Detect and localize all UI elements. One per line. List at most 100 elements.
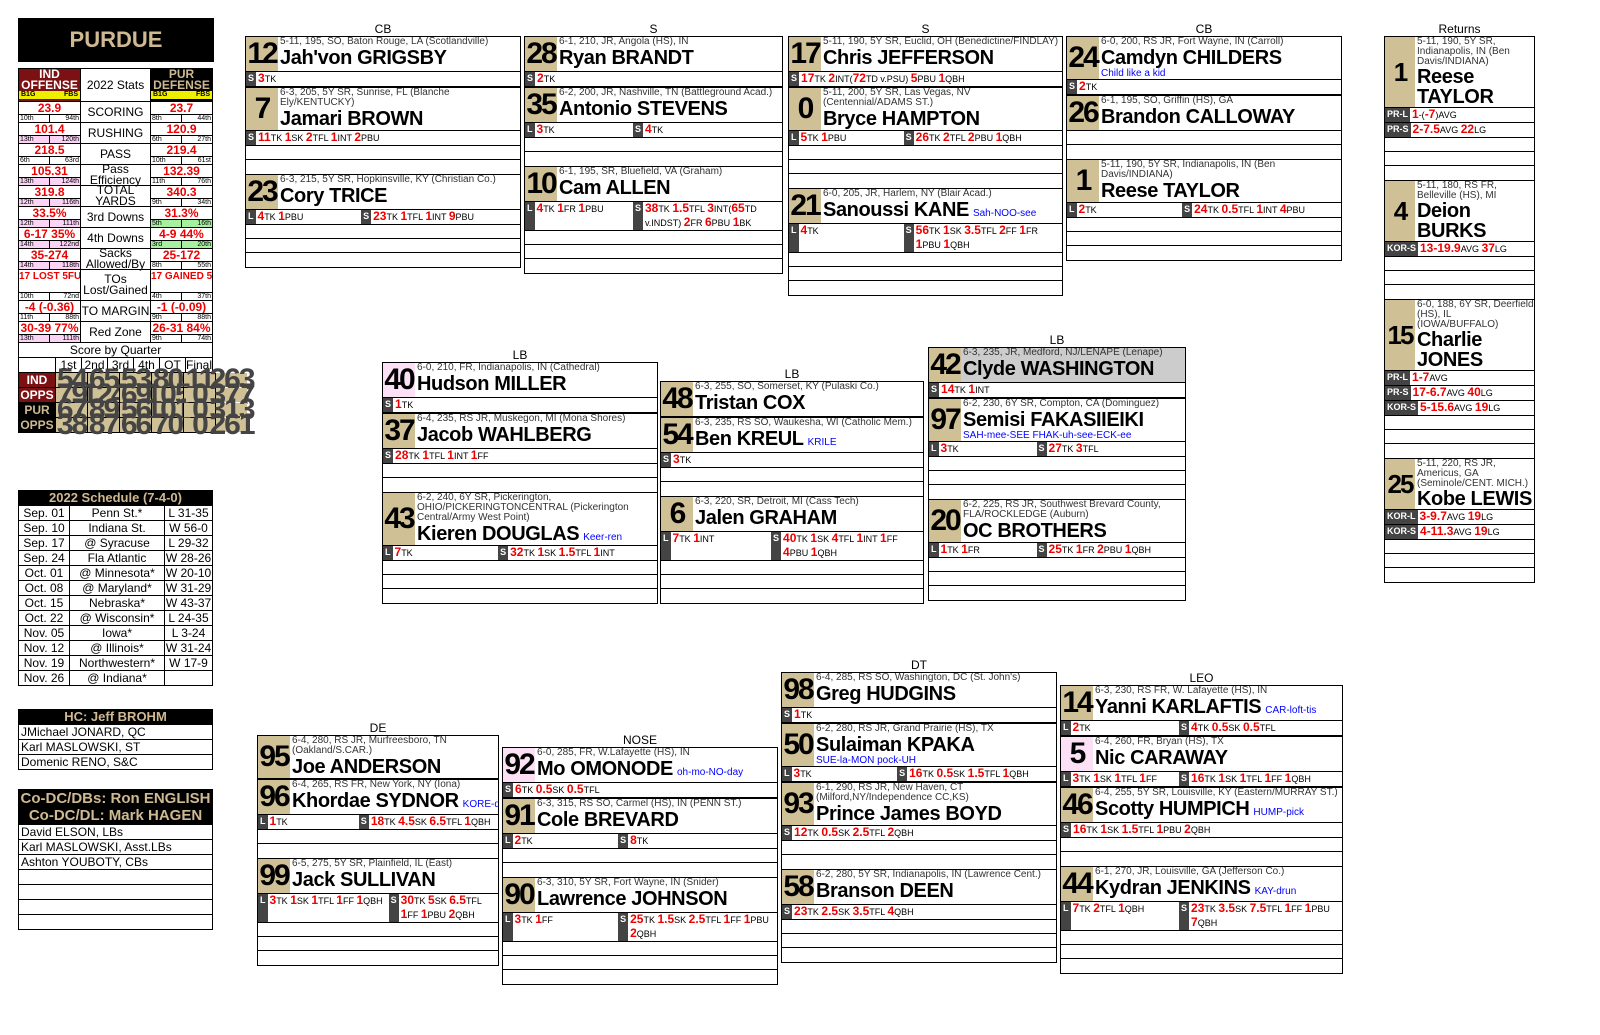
- season-tag: L: [1067, 203, 1077, 217]
- stat-label: SCORING: [87, 104, 144, 119]
- season-tag: KOR-S: [1385, 401, 1418, 415]
- note-line: [503, 956, 777, 970]
- stat-unit: SK: [291, 133, 306, 143]
- stat-unit: SK: [414, 817, 430, 827]
- position-title: LB: [784, 367, 800, 381]
- staff-line: Karl MASLOWSKI, Asst.LBs: [19, 839, 212, 854]
- stat-number: 1: [1156, 822, 1164, 836]
- stat-number: 1: [943, 237, 951, 251]
- stat-unit: TK: [643, 915, 658, 925]
- stat-unit: PBU: [750, 915, 769, 925]
- player-name: Jalen GRAHAM: [695, 507, 837, 529]
- stat-text: 4TK: [801, 224, 819, 238]
- stat-unit: TK: [658, 204, 673, 214]
- stat-number: -6.7: [1425, 385, 1447, 399]
- stat-number: 2.5: [821, 904, 839, 918]
- stat-text: 1TK: [270, 815, 288, 829]
- player-bio: 6-2, 200, JR, Nashville, TN (Battlegroun…: [559, 88, 773, 98]
- stat-unit: SK: [949, 226, 965, 236]
- stat-text: 26TK 2TFL 2PBU 1QBH: [916, 131, 1022, 145]
- defense-value: 17 GAINED 5FUM 12INT: [151, 271, 212, 282]
- stat-unit: TK: [796, 534, 811, 544]
- season-tag: S: [1182, 203, 1193, 217]
- stat-unit: AVG: [1429, 373, 1448, 383]
- pronunciation: KRILE: [807, 437, 837, 448]
- player-bio: 6-0, 205, JR, Harlem, NY (Blair Acad.): [823, 189, 992, 199]
- note-line: [503, 970, 777, 984]
- stat-number: 1: [810, 545, 818, 559]
- stat-text: 3TK: [794, 767, 812, 781]
- stat-unit: TK: [800, 710, 813, 720]
- rank: 122nd: [49, 241, 80, 248]
- player-bio: 6-2, 280, 5Y SR, Indianapolis, IN (Lawre…: [816, 870, 1041, 880]
- stat-number: 1.5: [657, 912, 675, 926]
- stat-text: 1-(-7)AVG: [1412, 108, 1457, 122]
- stat-number: 2: [537, 71, 544, 85]
- head-coach-title: HC: Jeff BROHM: [19, 710, 212, 724]
- stat-unit: TK: [807, 226, 819, 236]
- game-result: L 3-24: [164, 626, 212, 640]
- stat-text: 5TK 1PBU: [801, 131, 847, 145]
- stat-unit: QBH: [1197, 918, 1218, 928]
- player-info: 6-3, 315, RS SO, Carmel (HS), IN (PENN S…: [535, 799, 777, 833]
- note-line: [1061, 959, 1342, 973]
- stat-number: 2.5: [852, 825, 870, 839]
- player-bio: 6-1, 195, SO, Griffin (HS), GA: [1101, 96, 1234, 106]
- pronunciation: KAY-drun: [1254, 886, 1297, 897]
- stat-number: 2: [1093, 901, 1100, 915]
- stat-unit: TK: [1079, 774, 1094, 784]
- stat-unit: FF: [730, 915, 744, 925]
- note-line: [782, 934, 1056, 948]
- season-tag: S: [782, 708, 793, 722]
- jersey-number: 43: [383, 493, 416, 545]
- stat-unit: AVG: [1454, 403, 1475, 413]
- stat-text: 23TK 2.5SK 3.5TFL 4QBH: [794, 905, 914, 919]
- season-tag: S: [525, 72, 536, 86]
- game-opponent: @ Minnesota*: [69, 566, 164, 580]
- stat-number: 1: [400, 209, 408, 223]
- stat-number: 4: [1191, 720, 1198, 734]
- stat-text: 1-7AVG: [1412, 371, 1448, 385]
- rank: 20th: [181, 241, 212, 248]
- stat-unit: SK: [1225, 774, 1240, 784]
- season-tag: S: [1179, 902, 1190, 930]
- rank: 111th: [49, 335, 80, 342]
- stat-unit: TFL: [575, 548, 594, 558]
- player-name: Jah'von GRIGSBY: [280, 47, 447, 69]
- rank: 37th: [181, 293, 212, 300]
- note-line: [1385, 271, 1534, 285]
- stat-number: 1: [968, 382, 976, 396]
- jersey-number: 98: [782, 673, 815, 707]
- stat-number: 1: [1093, 771, 1100, 785]
- note-line: [661, 482, 923, 496]
- player-name: Brandon CALLOWAY: [1101, 106, 1295, 128]
- player-bio: 6-5, 275, 5Y SR, Plainfield, IL (East): [292, 859, 453, 869]
- stat-number: 1: [1139, 771, 1146, 785]
- defense-title: PUR DEFENSE: [153, 69, 210, 92]
- stat-unit: TK: [1085, 82, 1098, 92]
